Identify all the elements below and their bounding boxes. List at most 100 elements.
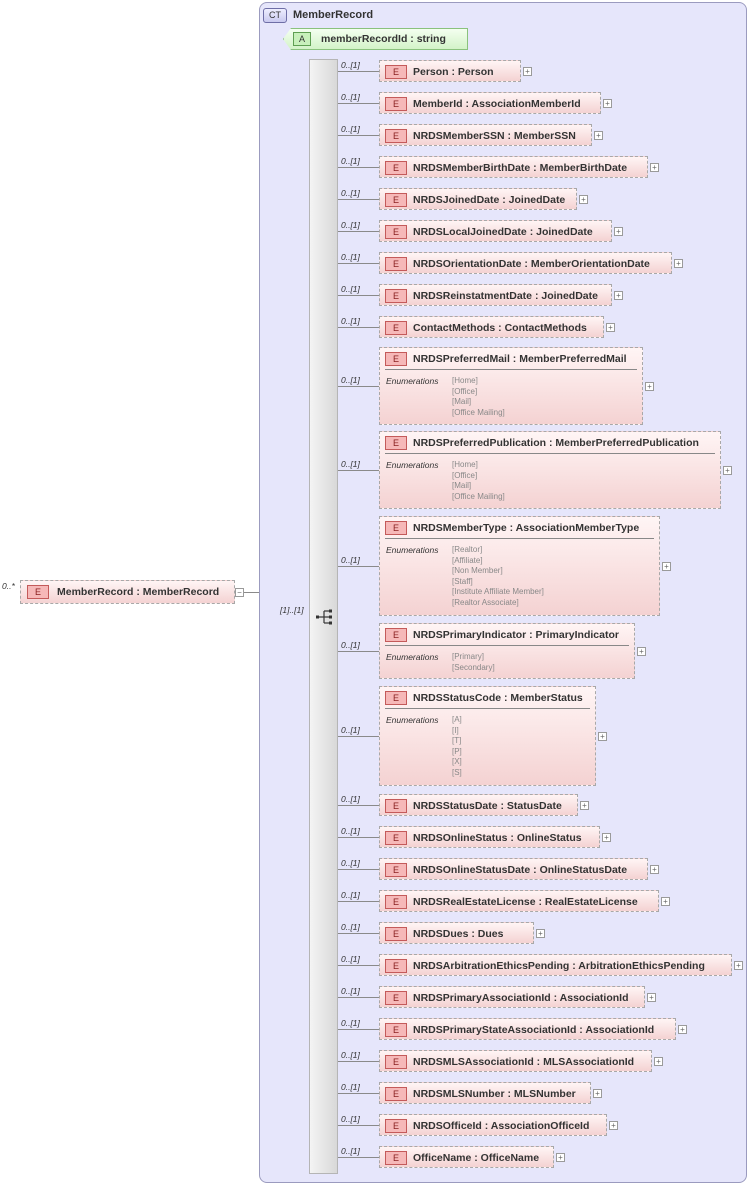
expand-icon[interactable]: + bbox=[723, 466, 732, 475]
expand-icon[interactable]: + bbox=[614, 291, 623, 300]
expand-icon[interactable]: + bbox=[598, 732, 607, 741]
element-label: NRDSDues : Dues bbox=[413, 928, 504, 940]
expand-icon[interactable]: + bbox=[662, 562, 671, 571]
enumeration-list: [Realtor][Affiliate][Non Member][Staff][… bbox=[452, 545, 544, 609]
expand-icon[interactable]: + bbox=[602, 833, 611, 842]
element-connector bbox=[338, 837, 379, 838]
expand-icon[interactable]: + bbox=[594, 131, 603, 140]
expand-icon[interactable]: + bbox=[654, 1057, 663, 1066]
enumeration-value: [Office] bbox=[452, 470, 478, 480]
expand-icon[interactable]: + bbox=[606, 323, 615, 332]
element-label: ContactMethods : ContactMethods bbox=[413, 322, 587, 334]
expand-icon[interactable]: + bbox=[593, 1089, 602, 1098]
element-cardinality: 0..[1] bbox=[341, 555, 360, 565]
element-cardinality: 0..[1] bbox=[341, 826, 360, 836]
expand-icon[interactable]: + bbox=[580, 801, 589, 810]
expand-icon[interactable]: + bbox=[579, 195, 588, 204]
expand-icon[interactable]: + bbox=[637, 647, 646, 656]
expand-icon[interactable]: + bbox=[523, 67, 532, 76]
element-cardinality: 0..[1] bbox=[341, 954, 360, 964]
element-badge: E bbox=[385, 129, 407, 143]
expand-icon[interactable]: + bbox=[645, 382, 654, 391]
complex-type-badge: CT bbox=[263, 7, 287, 23]
element-connector bbox=[338, 1157, 379, 1158]
element-connector bbox=[338, 651, 379, 652]
enumeration-value: [A] bbox=[452, 715, 462, 724]
element-connector bbox=[338, 566, 379, 567]
expand-icon[interactable]: + bbox=[650, 865, 659, 874]
enumeration-value: [P] bbox=[452, 746, 462, 756]
element-label: NRDSPreferredPublication : MemberPreferr… bbox=[413, 437, 699, 449]
attribute-node[interactable]: A memberRecordId : string bbox=[283, 28, 468, 50]
element-connector bbox=[338, 736, 379, 737]
element-connector bbox=[338, 965, 379, 966]
element-divider bbox=[385, 453, 715, 454]
element-cardinality: 0..[1] bbox=[341, 375, 360, 385]
expand-icon[interactable]: + bbox=[650, 163, 659, 172]
expand-icon[interactable]: + bbox=[647, 993, 656, 1002]
expand-icon[interactable]: + bbox=[678, 1025, 687, 1034]
expand-icon[interactable]: + bbox=[556, 1153, 565, 1162]
element-label: NRDSPreferredMail : MemberPreferredMail bbox=[413, 353, 627, 365]
enumeration-value: [I] bbox=[452, 725, 459, 735]
enumeration-value: [S] bbox=[452, 767, 462, 777]
expand-icon[interactable]: + bbox=[734, 961, 743, 970]
element-badge: E bbox=[385, 1087, 407, 1101]
element-badge: E bbox=[385, 1023, 407, 1037]
element-divider bbox=[385, 708, 590, 709]
element-badge: E bbox=[385, 521, 407, 535]
expand-icon[interactable]: + bbox=[614, 227, 623, 236]
element-label: NRDSRealEstateLicense : RealEstateLicens… bbox=[413, 896, 638, 908]
expand-icon[interactable]: + bbox=[603, 99, 612, 108]
enumeration-value: [Staff] bbox=[452, 576, 473, 586]
element-badge: E bbox=[385, 831, 407, 845]
expand-icon[interactable]: + bbox=[536, 929, 545, 938]
element-connector bbox=[338, 71, 379, 72]
element-label: NRDSMemberBirthDate : MemberBirthDate bbox=[413, 162, 628, 174]
complex-type-header: CT MemberRecord bbox=[263, 7, 373, 23]
expand-icon[interactable]: + bbox=[609, 1121, 618, 1130]
element-label: NRDSStatusCode : MemberStatus bbox=[413, 692, 583, 704]
element-label: NRDSStatusDate : StatusDate bbox=[413, 800, 562, 812]
root-collapse-icon[interactable]: − bbox=[235, 588, 244, 597]
expand-icon[interactable]: + bbox=[661, 897, 670, 906]
expand-icon[interactable]: + bbox=[674, 259, 683, 268]
root-element[interactable]: E MemberRecord : MemberRecord bbox=[20, 580, 235, 604]
